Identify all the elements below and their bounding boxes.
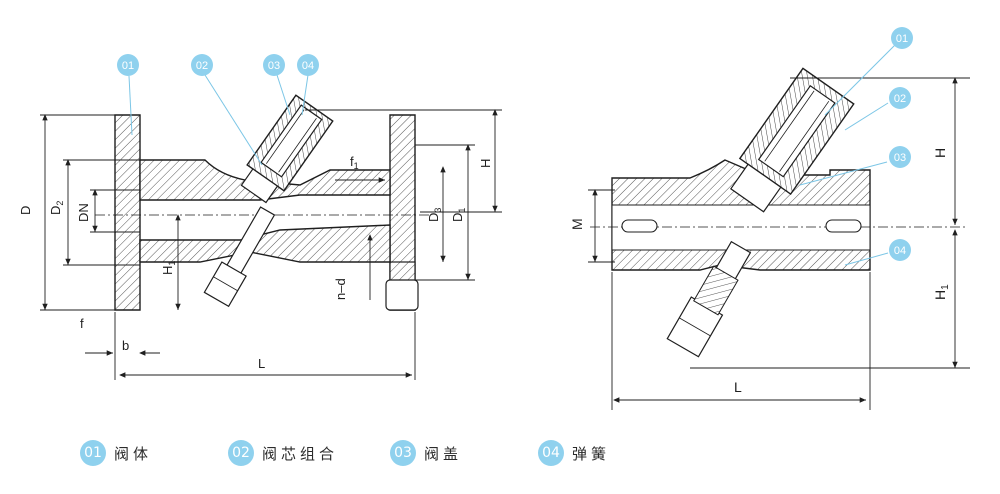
dim-H-right: H <box>932 148 948 158</box>
left-callouts: 01 02 03 04 <box>117 54 319 166</box>
legend-item-01: 01 阀体 <box>80 440 228 466</box>
callout-02-left: 02 <box>191 54 213 76</box>
legend-item-03: 03 阀盖 <box>390 440 538 466</box>
callout-02-right: 02 <box>889 87 911 109</box>
svg-text:03: 03 <box>894 152 906 164</box>
dim-f: f <box>80 316 84 331</box>
dim-D: D <box>18 206 33 215</box>
dim-H1-right: H1 <box>932 284 951 300</box>
right-dimensions <box>588 77 970 410</box>
callout-01-left: 01 <box>117 54 139 76</box>
legend-label: 阀芯组合 <box>262 444 339 463</box>
dim-nd: n–d <box>333 278 348 300</box>
dim-D3: D3 <box>426 208 443 222</box>
callout-04-right: 04 <box>889 239 911 261</box>
svg-text:01: 01 <box>122 60 134 72</box>
dim-DN: DN <box>76 203 91 222</box>
dim-f1: f1 <box>350 154 359 171</box>
legend-item-02: 02 阀芯组合 <box>228 440 390 466</box>
left-valve-drawing <box>95 94 430 311</box>
svg-text:02: 02 <box>196 60 208 72</box>
dim-L-right: L <box>734 379 742 395</box>
svg-text:02: 02 <box>894 93 906 105</box>
left-dimension-labels: D D2 DN D3 D1 H H1 f1 f b L n–d <box>18 154 493 371</box>
dim-L: L <box>258 356 265 371</box>
right-valve-drawing <box>590 67 965 358</box>
legend-badge: 04 <box>538 440 564 466</box>
svg-text:01: 01 <box>896 33 908 45</box>
dim-D2: D2 <box>48 201 65 215</box>
svg-text:04: 04 <box>302 60 314 72</box>
callout-03-left: 03 <box>263 54 285 76</box>
dim-D1: D1 <box>450 208 467 222</box>
legend-label: 弹簧 <box>572 444 611 463</box>
legend-badge: 03 <box>390 440 416 466</box>
callout-01-right: 01 <box>891 27 913 49</box>
dim-b: b <box>122 338 129 353</box>
right-callouts: 01 02 03 04 <box>799 27 913 266</box>
left-dimensions <box>40 109 502 380</box>
callout-03-right: 03 <box>889 146 911 168</box>
legend-badge: 01 <box>80 440 106 466</box>
legend-label: 阀盖 <box>424 444 463 463</box>
svg-text:04: 04 <box>894 245 906 257</box>
right-dimension-labels: M H H1 L <box>569 148 951 395</box>
legend-label: 阀体 <box>114 444 153 463</box>
svg-text:03: 03 <box>268 60 280 72</box>
dim-M: M <box>569 218 585 230</box>
parts-legend: 01 阀体 02 阀芯组合 03 阀盖 04 弹簧 <box>80 440 658 466</box>
dim-H: H <box>478 159 493 168</box>
callout-04-left: 04 <box>297 54 319 76</box>
legend-item-04: 04 弹簧 <box>538 440 658 466</box>
dim-H1: H1 <box>160 261 177 275</box>
legend-badge: 02 <box>228 440 254 466</box>
